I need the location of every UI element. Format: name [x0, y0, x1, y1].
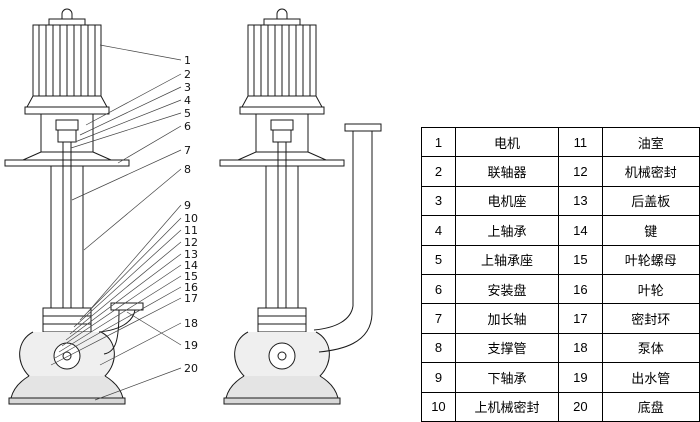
callout-number: 3	[184, 81, 191, 94]
part-number-cell: 9	[421, 362, 456, 393]
callout-number: 17	[184, 292, 198, 305]
callout-number: 5	[184, 107, 191, 120]
part-name-cell: 安装盘	[454, 273, 560, 305]
part-number-cell: 16	[558, 273, 603, 305]
part-number-cell: 18	[558, 332, 603, 364]
table-row: 7 加长轴 17 密封环	[421, 303, 700, 334]
callout-number: 15	[184, 270, 198, 283]
part-name-cell: 机械密封	[601, 156, 700, 187]
pump-line-drawings	[4, 8, 382, 405]
callout-number: 12	[184, 236, 198, 249]
callout-leader-lines	[50, 44, 182, 401]
part-name-cell: 联轴器	[454, 156, 560, 187]
parts-table: 1 电机 11 油室 2 联轴器 12 机械密封 3 电机座 13 后盖板 4 …	[421, 126, 700, 422]
callout-number: 10	[184, 212, 198, 225]
part-name-cell: 电机座	[454, 185, 560, 217]
part-name-cell: 后盖板	[601, 185, 700, 217]
part-number-cell: 12	[558, 156, 603, 187]
part-number-cell: 15	[558, 244, 603, 275]
part-name-cell: 上机械密封	[454, 391, 560, 422]
part-number-cell: 20	[558, 391, 603, 422]
part-name-cell: 叶轮螺母	[601, 244, 700, 275]
callout-number: 2	[184, 68, 191, 81]
table-row: 2 联轴器 12 机械密封	[421, 156, 700, 187]
callout-number: 9	[184, 199, 191, 212]
callout-number: 1	[184, 54, 191, 67]
part-name-cell: 电机	[454, 126, 560, 158]
callout-number: 11	[184, 224, 198, 237]
right-pump-outlet-pipe	[313, 123, 382, 353]
part-name-cell: 泵体	[601, 332, 700, 364]
part-number-cell: 6	[421, 273, 456, 305]
part-number-cell: 7	[421, 303, 456, 334]
part-number-cell: 13	[558, 185, 603, 217]
table-row: 8 支撑管 18 泵体	[421, 332, 700, 364]
part-name-cell: 出水管	[601, 362, 700, 393]
part-name-cell: 加长轴	[454, 303, 560, 334]
part-name-cell: 底盘	[601, 391, 700, 422]
part-number-cell: 8	[421, 332, 456, 364]
part-name-cell: 上轴承	[454, 215, 560, 246]
part-number-cell: 19	[558, 362, 603, 393]
callout-number: 7	[184, 144, 191, 157]
callout-number: 13	[184, 248, 198, 261]
table-row: 4 上轴承 14 键	[421, 215, 700, 246]
callout-number: 20	[184, 362, 198, 375]
right-pump-drawing	[219, 8, 382, 405]
left-pump-drawing	[4, 8, 144, 405]
callout-number: 16	[184, 281, 198, 294]
part-number-cell: 14	[558, 215, 603, 246]
part-name-cell: 油室	[601, 126, 700, 158]
table-row: 3 电机座 13 后盖板	[421, 185, 700, 217]
callout-number: 19	[184, 339, 198, 352]
table-row: 9 下轴承 19 出水管	[421, 362, 700, 393]
callout-number: 8	[184, 163, 191, 176]
callout-number: 6	[184, 120, 191, 133]
table-row: 5 上轴承座 15 叶轮螺母	[421, 244, 700, 275]
callout-number: 4	[184, 94, 191, 107]
part-number-cell: 1	[421, 126, 456, 158]
part-number-cell: 4	[421, 215, 456, 246]
part-name-cell: 支撑管	[454, 332, 560, 364]
part-number-cell: 17	[558, 303, 603, 334]
part-number-cell: 11	[558, 126, 603, 158]
part-number-cell: 10	[421, 391, 456, 422]
part-name-cell: 密封环	[601, 303, 700, 334]
table-row: 10 上机械密封 20 底盘	[421, 391, 700, 422]
part-name-cell: 下轴承	[454, 362, 560, 393]
part-number-cell: 3	[421, 185, 456, 217]
table-row: 6 安装盘 16 叶轮	[421, 273, 700, 305]
part-name-cell: 叶轮	[601, 273, 700, 305]
part-name-cell: 上轴承座	[454, 244, 560, 275]
callout-number: 14	[184, 259, 198, 272]
part-number-cell: 5	[421, 244, 456, 275]
part-name-cell: 键	[601, 215, 700, 246]
part-number-cell: 2	[421, 156, 456, 187]
callout-number: 18	[184, 317, 198, 330]
table-row: 1 电机 11 油室	[421, 126, 700, 158]
